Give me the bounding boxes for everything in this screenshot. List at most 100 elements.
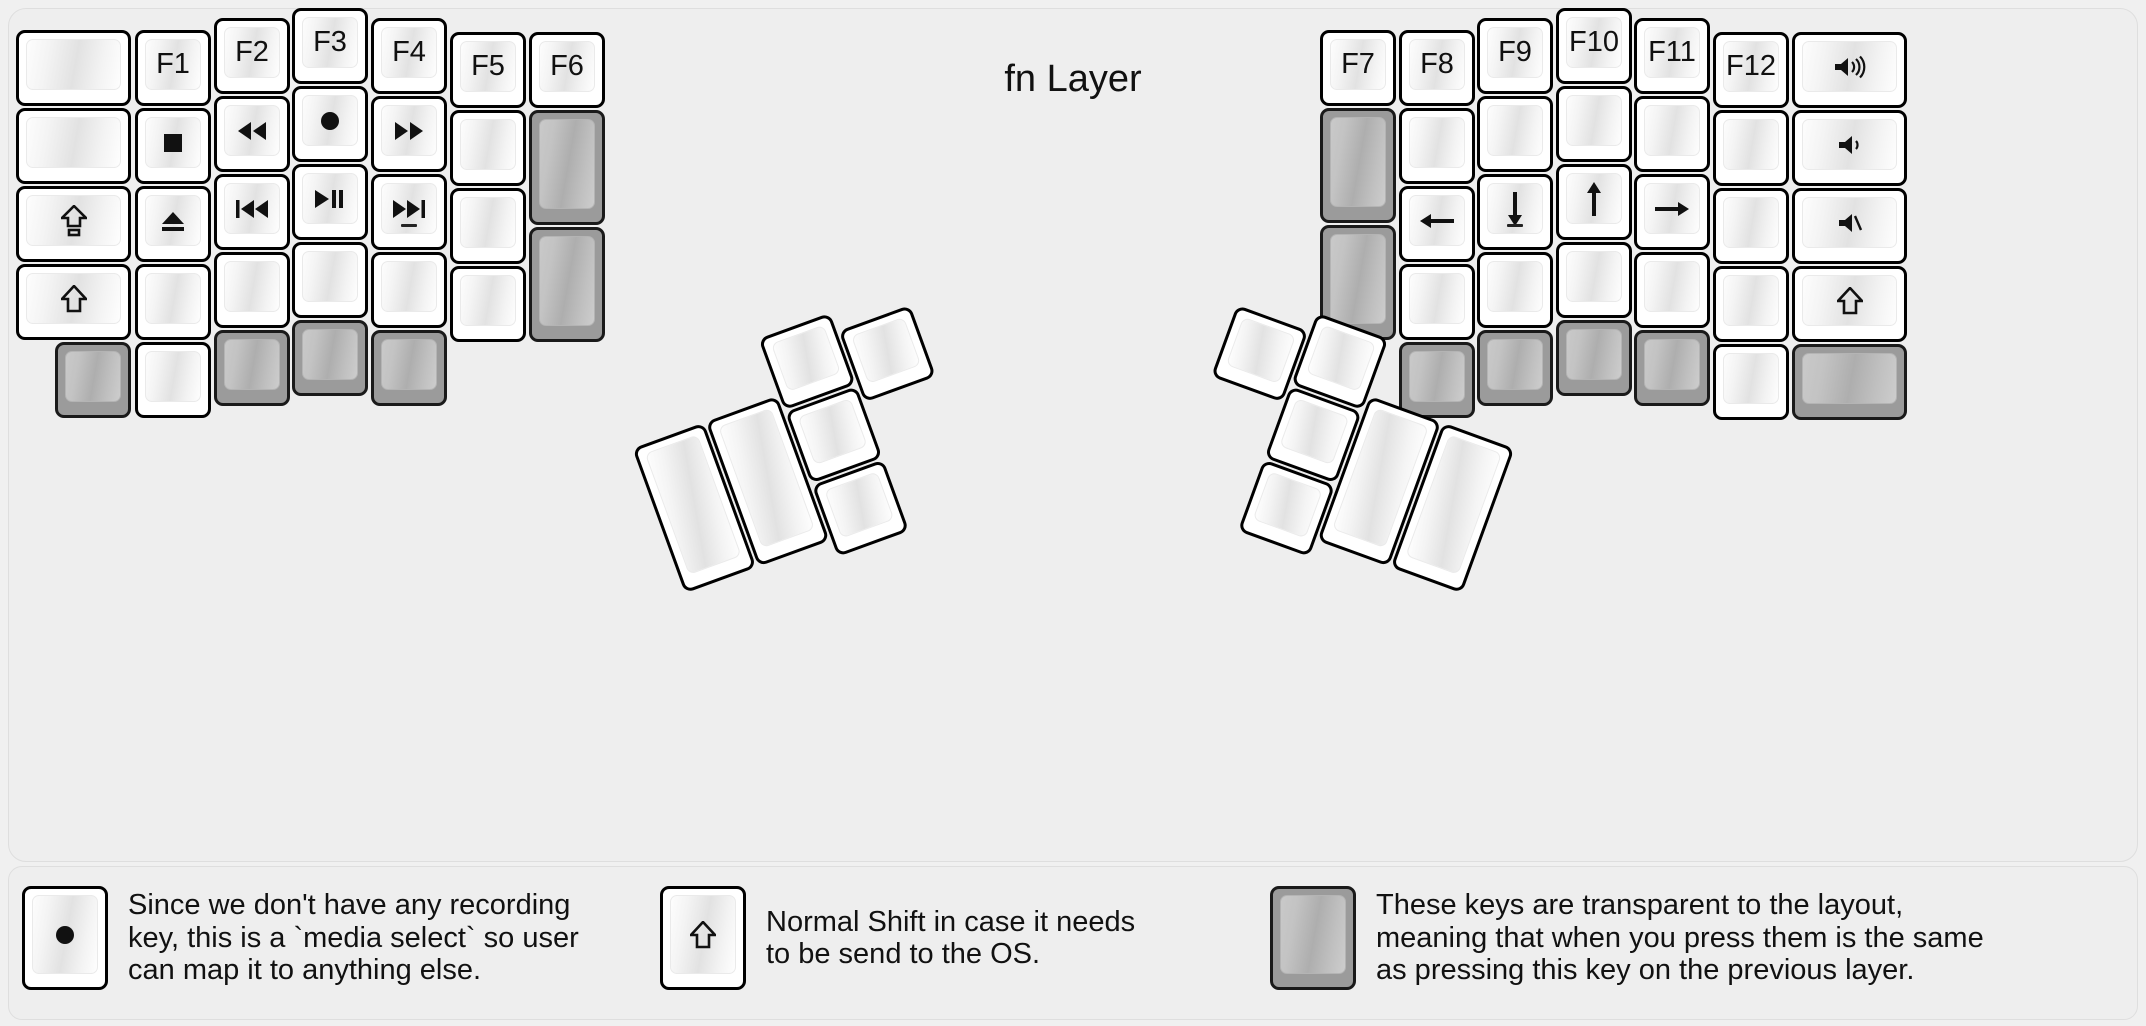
keycap-transparent[interactable] (292, 320, 368, 396)
keycap[interactable] (16, 186, 131, 262)
keycap[interactable] (292, 164, 368, 240)
keycap-surface (1279, 398, 1350, 466)
shift-icon (1836, 286, 1863, 315)
keycap[interactable] (1792, 32, 1907, 108)
keycap[interactable] (1792, 266, 1907, 342)
keycap[interactable] (135, 264, 211, 340)
keycap[interactable] (135, 342, 211, 418)
legend-text-line: to be send to the OS. (766, 938, 1041, 970)
keycap-transparent[interactable] (1320, 108, 1396, 223)
keycap[interactable] (1713, 188, 1789, 264)
keycap-transparent[interactable] (1792, 344, 1907, 420)
keycap-transparent[interactable] (1477, 330, 1553, 406)
keycap-surface (145, 117, 201, 168)
keycap[interactable] (1713, 110, 1789, 186)
keycap[interactable]: F5 (450, 32, 526, 108)
media-stop-icon (161, 131, 185, 155)
keycap-label: F7 (1341, 48, 1375, 80)
keycap[interactable] (292, 86, 368, 162)
keycap-surface: F6 (539, 41, 595, 92)
caps-lock-icon (60, 204, 87, 237)
keycap[interactable] (371, 96, 447, 172)
keycap[interactable] (371, 174, 447, 250)
keycap-surface (224, 261, 280, 312)
keycap[interactable] (292, 242, 368, 318)
keycap-surface: F2 (224, 27, 280, 78)
keycap-surface: F9 (1487, 27, 1543, 78)
keycap[interactable]: F1 (135, 30, 211, 106)
keycap[interactable] (1792, 188, 1907, 264)
keycap[interactable] (1792, 110, 1907, 186)
keycap-surface (381, 339, 437, 390)
keycap[interactable] (1399, 186, 1475, 262)
keycap[interactable]: F6 (529, 32, 605, 108)
keycap[interactable]: F10 (1556, 8, 1632, 84)
keycap[interactable] (1556, 242, 1632, 318)
keycap[interactable]: F7 (1320, 30, 1396, 106)
keycap-transparent[interactable] (529, 110, 605, 225)
keycap[interactable]: F4 (371, 18, 447, 94)
keycap[interactable] (1399, 108, 1475, 184)
keycap[interactable] (1477, 96, 1553, 172)
keycap[interactable] (1634, 174, 1710, 250)
keycap-surface: F5 (460, 41, 516, 92)
keycap[interactable]: F9 (1477, 18, 1553, 94)
keycap-surface (460, 197, 516, 248)
keycap[interactable] (1399, 264, 1475, 340)
keycap[interactable] (1713, 266, 1789, 342)
keycap-surface (1306, 324, 1377, 392)
keycap-surface (1487, 261, 1543, 312)
keycap[interactable] (16, 264, 131, 340)
volume-mute-icon (1837, 211, 1863, 235)
keycap[interactable]: F12 (1713, 32, 1789, 108)
keycap[interactable] (1477, 174, 1553, 250)
keycap-surface (539, 119, 595, 209)
keycap-transparent[interactable] (1556, 320, 1632, 396)
keycap-surface (1802, 353, 1897, 404)
keycap-surface (1409, 195, 1465, 246)
keycap[interactable]: F3 (292, 8, 368, 84)
keycap-surface (539, 236, 595, 326)
keycap[interactable] (16, 108, 131, 184)
keycap[interactable] (1634, 96, 1710, 172)
keycap-transparent[interactable] (1399, 342, 1475, 418)
keycap[interactable] (1634, 252, 1710, 328)
keycap-transparent[interactable] (529, 227, 605, 342)
keycap-surface (26, 195, 121, 246)
keycap[interactable] (450, 110, 526, 186)
keycap-surface (770, 324, 841, 392)
keycap-surface (1644, 261, 1700, 312)
volume-down-icon (1837, 133, 1863, 157)
keycap[interactable] (1556, 164, 1632, 240)
keycap[interactable] (1713, 344, 1789, 420)
keycap-label: F11 (1648, 36, 1696, 68)
keycap[interactable] (214, 252, 290, 328)
keycap[interactable] (214, 174, 290, 250)
keycap[interactable] (450, 188, 526, 264)
keycap-surface (145, 273, 201, 324)
keycap-transparent[interactable] (1634, 330, 1710, 406)
keycap-surface (26, 273, 121, 324)
keycap[interactable] (371, 252, 447, 328)
keycap[interactable] (135, 108, 211, 184)
keycap[interactable] (16, 30, 131, 106)
keycap-transparent[interactable] (55, 342, 131, 418)
keycap[interactable] (450, 266, 526, 342)
keycap-surface (381, 261, 437, 312)
keycap[interactable] (214, 96, 290, 172)
keycap-surface (1409, 117, 1465, 168)
keycap[interactable] (1556, 86, 1632, 162)
arrow-right-icon (1655, 199, 1689, 219)
keycap-surface (1723, 119, 1779, 170)
keycap-transparent[interactable] (214, 330, 290, 406)
keycap-transparent[interactable] (371, 330, 447, 406)
keycap[interactable] (1477, 252, 1553, 328)
legend-keycap-transparent (1270, 886, 1356, 990)
keycap[interactable]: F11 (1634, 18, 1710, 94)
keycap[interactable]: F8 (1399, 30, 1475, 106)
keycap[interactable] (135, 186, 211, 262)
keycap[interactable]: F2 (214, 18, 290, 94)
keycap-surface (460, 275, 516, 326)
